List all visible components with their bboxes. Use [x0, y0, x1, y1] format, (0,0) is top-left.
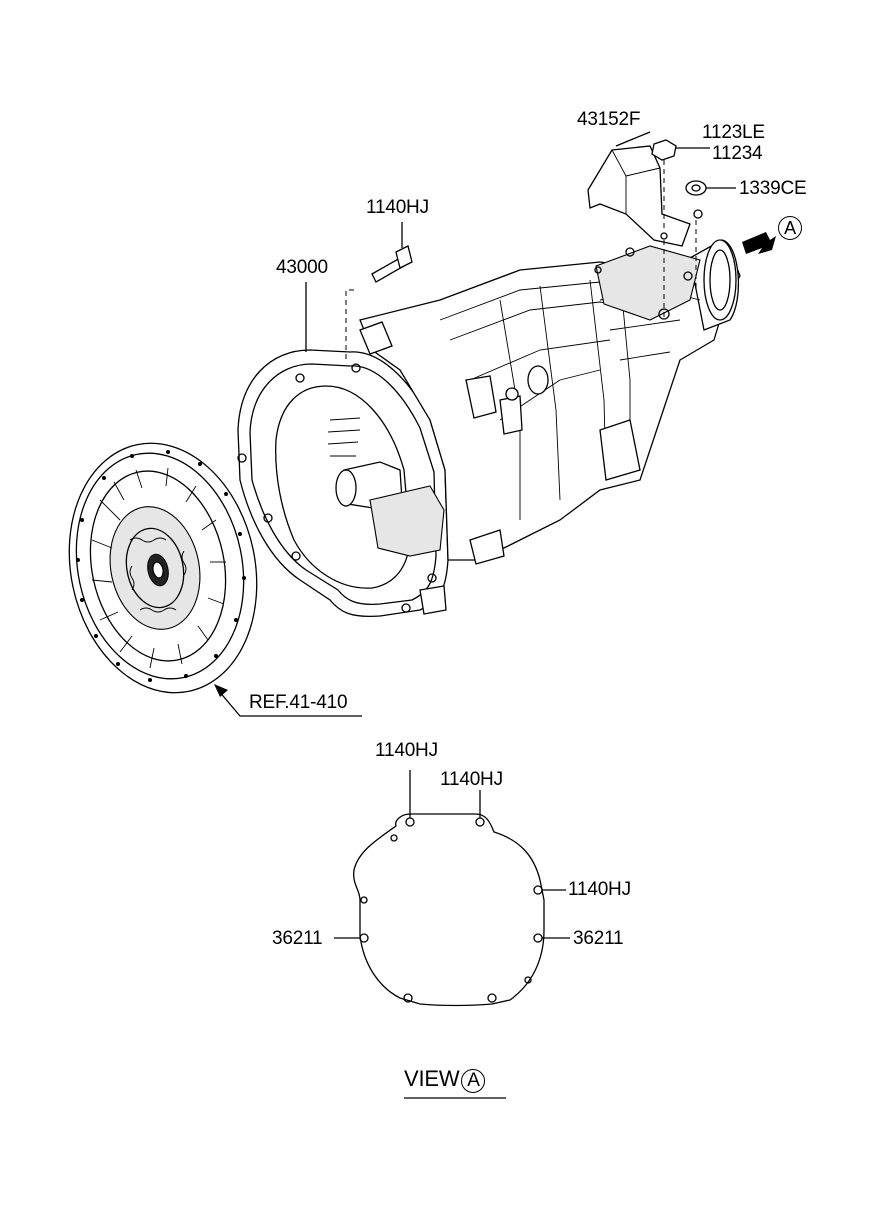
- label-transmission-43000: 43000: [276, 257, 328, 278]
- transmission-drawing: [237, 239, 741, 618]
- clutch-ref-leader: [214, 684, 362, 717]
- label-view-bolt-top-right: 1140HJ: [440, 769, 503, 790]
- label-washer-1339ce: 1339CE: [739, 178, 807, 199]
- nut-drawing: [651, 139, 710, 230]
- label-view-pin-right: 36211: [573, 928, 624, 949]
- view-title-text: VIEW: [404, 1066, 460, 1091]
- bolt-1140hj-drawing: [345, 222, 413, 360]
- label-clutch-ref: REF.41-410: [249, 692, 348, 713]
- view-a-plate-drawing: [334, 770, 570, 1007]
- label-nut-11234: 11234: [712, 143, 763, 164]
- view-a-circle: A: [778, 216, 802, 240]
- label-bracket-43152f: 43152F: [577, 109, 641, 130]
- washer-drawing: [685, 180, 736, 196]
- label-view-bolt-right: 1140HJ: [568, 879, 631, 900]
- view-a-arrow: [742, 232, 776, 254]
- label-nut-1123le: 1123LE: [702, 122, 765, 143]
- clutch-assembly-drawing: [68, 442, 258, 694]
- label-bolt-1140hj: 1140HJ: [366, 197, 429, 218]
- view-a-marker: A: [778, 216, 802, 240]
- label-view-pin-left: 36211: [272, 928, 323, 949]
- bracket-43152f-drawing: [587, 131, 703, 320]
- view-title-circle: A: [461, 1069, 486, 1093]
- label-view-bolt-top-left: 1140HJ: [375, 740, 438, 761]
